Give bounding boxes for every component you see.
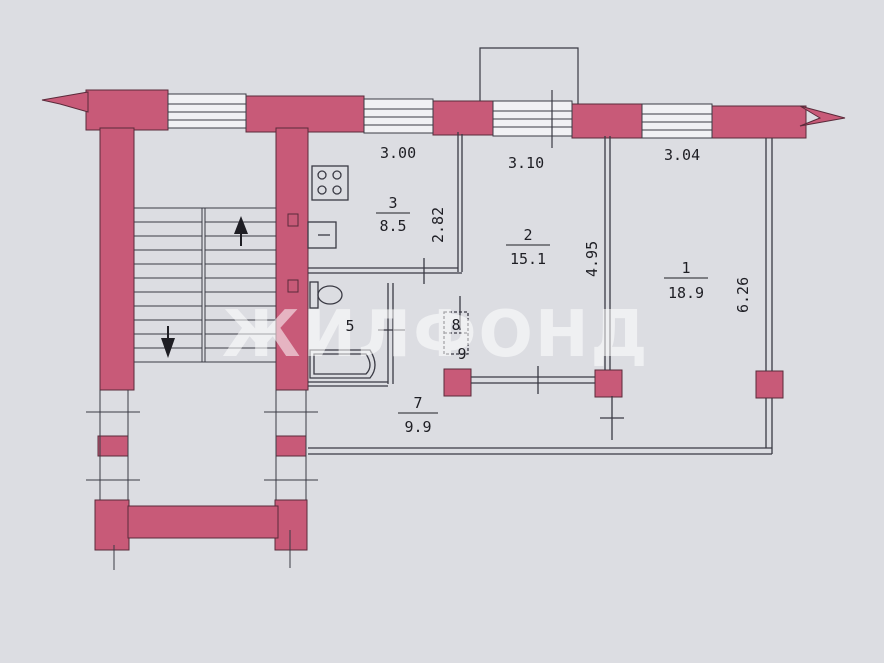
wall-top-pier-4: [711, 105, 807, 139]
svg-text:1: 1: [681, 259, 690, 277]
wall-break-left: [41, 91, 89, 113]
room-5-label: 5: [345, 317, 354, 335]
sink-icon: [307, 221, 337, 249]
wall-post-2: [287, 279, 299, 293]
partitions: [308, 132, 773, 455]
wall-stair-left-bottom: [94, 499, 130, 551]
window-1: [167, 93, 247, 129]
svg-text:5: 5: [345, 317, 354, 335]
wall-stair-right: [275, 127, 309, 391]
svg-text:8: 8: [451, 316, 460, 334]
wall-stair-left-lower: [97, 435, 129, 457]
column-2: [594, 369, 623, 398]
dimension-room2-depth: 4.95: [583, 241, 601, 277]
dimension-room1-width: 3.04: [664, 146, 700, 164]
stove-icon: [311, 165, 349, 201]
toilet-icon: [309, 281, 343, 309]
window-2: [363, 98, 434, 134]
stair-arrow-down-icon: [161, 326, 175, 358]
column-3: [755, 370, 784, 399]
svg-text:7: 7: [413, 394, 422, 412]
room-3-label: 3 8.5: [376, 194, 410, 235]
svg-text:8.5: 8.5: [379, 217, 406, 235]
wall-stair-right-bottom: [274, 499, 308, 551]
wall-top-pier-2: [432, 100, 494, 136]
svg-text:9.9: 9.9: [404, 418, 431, 436]
dimension-room2-width: 3.10: [508, 154, 544, 172]
wall-stair-left: [99, 127, 135, 391]
dimension-kitchen-depth: 2.82: [429, 207, 447, 243]
svg-text:3: 3: [388, 194, 397, 212]
svg-text:18.9: 18.9: [668, 284, 704, 302]
window-4: [641, 103, 713, 139]
room-2-label: 2 15.1: [506, 226, 550, 268]
room-8-label: 8: [451, 316, 460, 334]
dimension-room1-depth: 6.26: [734, 277, 752, 313]
room-9-label: 9: [457, 345, 466, 363]
wall-top-pier-3: [571, 103, 643, 139]
watermark-text: ЖИЛФОНД: [222, 298, 650, 372]
stair-arrow-up-icon: [234, 216, 248, 246]
room-1-label: 1 18.9: [664, 259, 708, 302]
bathtub-icon: [309, 349, 376, 379]
svg-text:15.1: 15.1: [510, 250, 546, 268]
wall-break-right: [799, 105, 846, 127]
room-7-label: 7 9.9: [398, 394, 438, 436]
wall-post-1: [287, 213, 299, 227]
wall-stair-right-lower: [275, 435, 307, 457]
wall-top-pier-1: [245, 95, 365, 133]
dimension-kitchen-width: 3.00: [380, 144, 416, 162]
windows: [167, 93, 713, 139]
svg-text:9: 9: [457, 345, 466, 363]
column-1: [443, 368, 472, 397]
walls: [41, 89, 846, 551]
svg-text:2: 2: [523, 226, 532, 244]
balcony: [479, 47, 579, 148]
wall-stair-bottom: [127, 505, 279, 539]
wall-top-left: [85, 89, 169, 131]
staircase: [86, 207, 318, 570]
